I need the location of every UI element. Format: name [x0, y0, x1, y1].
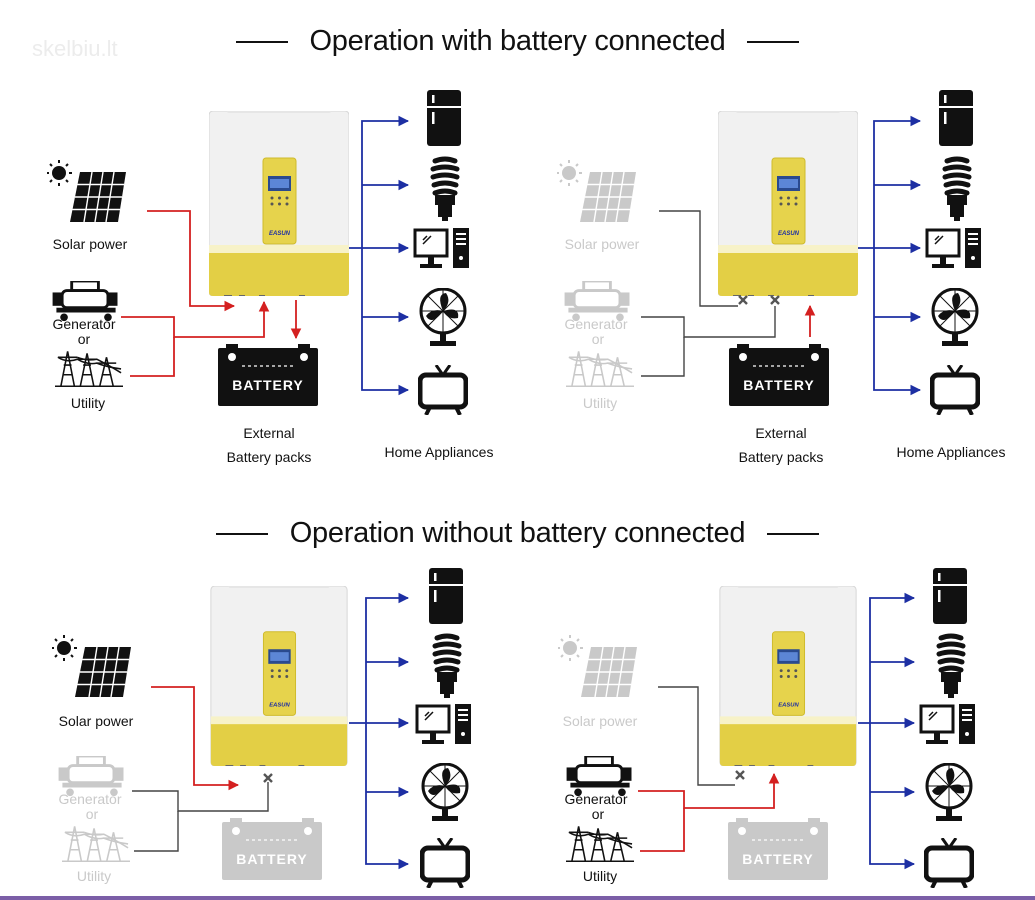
inverter	[718, 111, 858, 296]
utility-label: Utility	[582, 868, 618, 884]
section-title-without-battery: Operation without battery connected	[0, 517, 1035, 550]
utility-label: Utility	[76, 868, 112, 884]
computer-icon	[919, 704, 977, 746]
utility-flow-line	[134, 811, 179, 852]
battery-icon	[728, 818, 828, 880]
solar-panel-icon	[557, 160, 638, 224]
disconnect-x-mark	[263, 773, 273, 783]
inverter	[209, 111, 349, 296]
tv-icon	[420, 365, 466, 415]
disconnect-x-mark	[735, 770, 745, 780]
fan-icon	[421, 763, 469, 823]
battery-icon	[218, 344, 318, 406]
inverter	[719, 586, 857, 766]
generator-label: Generator	[564, 791, 628, 807]
computer-icon	[925, 228, 983, 270]
output-lines	[349, 592, 410, 870]
utility-flow-line	[130, 337, 175, 377]
utility-label: Utility	[70, 395, 106, 411]
utility-flow-line	[640, 808, 685, 852]
disconnect-x-mark	[738, 295, 748, 305]
solar-flow-line	[658, 686, 735, 786]
section-title-with-battery: Operation with battery connected	[0, 25, 1035, 58]
battery-packs-label: Battery packs	[226, 449, 312, 465]
solar-flow-line	[659, 210, 738, 307]
battery-icon	[729, 344, 829, 406]
fan-icon	[925, 763, 973, 823]
fridge-icon	[933, 568, 967, 624]
generator-label: Generator	[52, 316, 116, 332]
or-label: or	[591, 331, 605, 347]
solar-panel-icon	[47, 160, 128, 224]
computer-icon	[413, 228, 471, 270]
generator-label: Generator	[58, 791, 122, 807]
solar-flow-line	[147, 210, 236, 312]
external-label: External	[243, 425, 295, 441]
watermark: skelbiu.lt	[32, 36, 118, 61]
grid-flow-line	[638, 772, 780, 809]
or-label: or	[591, 806, 605, 822]
solar-label: Solar power	[58, 713, 134, 729]
home-appliances-label: Home Appliances	[896, 444, 1006, 460]
battery-packs-label: Battery packs	[738, 449, 824, 465]
solar-panel-icon	[52, 635, 133, 699]
panel-bottom-right	[558, 568, 977, 888]
panel-bottom-left	[52, 568, 473, 888]
utility-flow-line	[641, 337, 685, 377]
fridge-icon	[429, 568, 463, 624]
utility-towers-icon	[566, 350, 634, 387]
external-label: External	[755, 425, 807, 441]
utility-towers-icon	[62, 825, 130, 862]
tv-icon	[926, 838, 972, 888]
solar-label: Solar power	[564, 236, 640, 252]
grid-flow-line	[121, 300, 270, 338]
bulb-icon	[939, 636, 963, 698]
generator-label: Generator	[564, 316, 628, 332]
bulb-icon	[945, 159, 969, 221]
bottom-bar	[0, 896, 1035, 900]
tv-icon	[422, 838, 468, 888]
bulb-icon	[433, 159, 457, 221]
solar-label: Solar power	[52, 236, 128, 252]
output-lines	[858, 592, 916, 870]
solar-label: Solar power	[562, 713, 638, 729]
output-lines	[349, 115, 410, 396]
fridge-icon	[427, 90, 461, 146]
or-label: or	[77, 331, 91, 347]
solar-flow-line	[151, 686, 240, 791]
grid-flow-line	[641, 306, 776, 338]
utility-towers-icon	[566, 825, 634, 862]
or-label: or	[85, 806, 99, 822]
utility-towers-icon	[55, 350, 123, 387]
solar-panel-icon	[558, 635, 639, 699]
panel-top-left	[47, 90, 471, 415]
computer-icon	[415, 704, 473, 746]
bulb-icon	[435, 636, 459, 698]
battery-icon	[222, 818, 322, 880]
disconnect-x-mark	[770, 295, 780, 305]
tv-icon	[932, 365, 978, 415]
panel-top-right	[557, 90, 983, 415]
home-appliances-label: Home Appliances	[384, 444, 494, 460]
fan-icon	[931, 288, 979, 348]
utility-label: Utility	[582, 395, 618, 411]
fan-icon	[419, 288, 467, 348]
grid-flow-line	[132, 782, 269, 812]
inverter	[210, 586, 348, 766]
output-lines	[858, 115, 922, 396]
fridge-icon	[939, 90, 973, 146]
